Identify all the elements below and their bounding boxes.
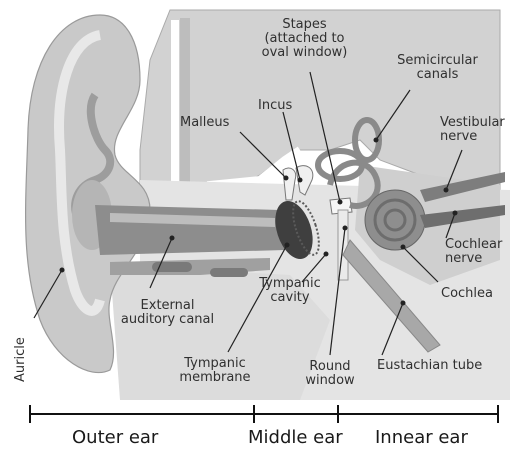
cochlear-nerve-label: Cochlear nerve: [445, 238, 502, 266]
semicircular-canals-label: Semicircular canals: [390, 54, 485, 82]
inner-ear-section: Innear ear: [375, 427, 468, 448]
vestibular-nerve-label: Vestibular nerve: [440, 116, 505, 144]
outer-ear-section: Outer ear: [72, 427, 158, 448]
malleus-label: Malleus: [180, 116, 229, 130]
cochlea-label: Cochlea: [441, 287, 493, 301]
section-scale-bar: [30, 405, 498, 423]
external-auditory-canal-label: External auditory canal: [105, 299, 230, 327]
auricle-label: Auricle: [13, 337, 28, 382]
stapes-label: Stapes (attached to oval window): [252, 18, 357, 60]
tympanic-membrane-label: Tympanic membrane: [170, 357, 260, 385]
canal-spot-2: [210, 268, 248, 277]
auditory-canal: [95, 205, 285, 255]
round-window-label: Round window: [290, 360, 370, 388]
incus-label: Incus: [258, 99, 292, 113]
middle-ear-section: Middle ear: [248, 427, 343, 448]
tympanic-cavity-label: Tympanic cavity: [250, 277, 330, 305]
eustachian-tube-label: Eustachian tube: [377, 359, 482, 373]
